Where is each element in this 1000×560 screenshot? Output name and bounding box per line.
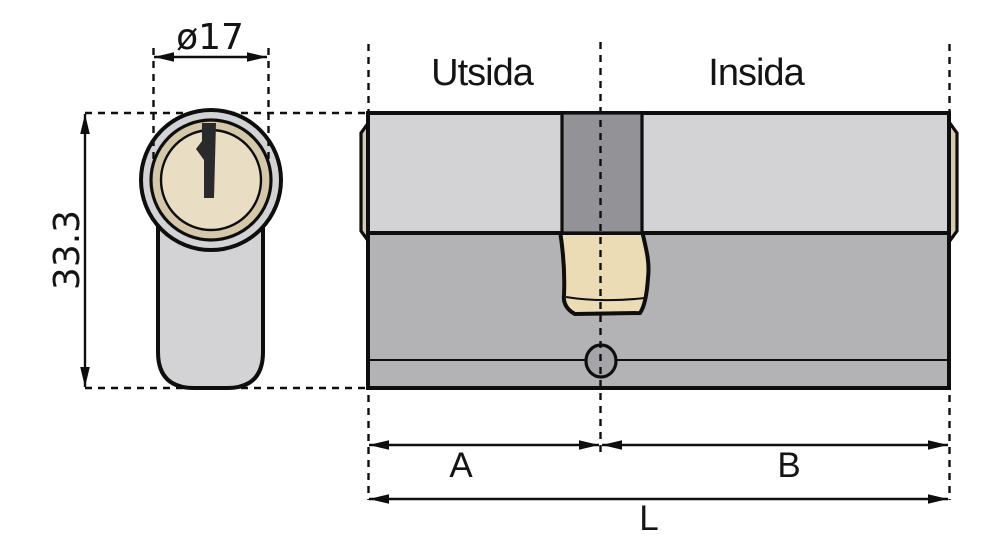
arrowhead-up xyxy=(80,114,90,134)
arrowhead-right xyxy=(928,494,948,504)
dim-a-label: A xyxy=(449,446,473,485)
diameter-label: ø17 xyxy=(176,17,244,58)
arrowhead-left xyxy=(602,440,622,450)
dimension-lines xyxy=(80,52,948,504)
dim-b-label: B xyxy=(777,446,800,485)
arrowhead-down xyxy=(80,367,90,387)
height-label: 33.3 xyxy=(47,210,88,290)
text-layer: ø17 33.3 Utsida Insida A B L xyxy=(47,17,807,538)
arrowhead-left xyxy=(369,494,389,504)
arrowhead-left xyxy=(154,52,174,62)
inside-label: Insida xyxy=(708,52,805,94)
cam-edge-line xyxy=(565,296,646,302)
drawing-layer xyxy=(80,42,959,504)
front-keyway-slot xyxy=(196,123,216,198)
arrowhead-right xyxy=(928,440,948,450)
dim-l-label: L xyxy=(639,499,658,538)
side-body-lower xyxy=(366,231,951,390)
arrowhead-right xyxy=(579,440,599,450)
side-body-upper xyxy=(366,111,951,235)
cam-tail xyxy=(557,229,651,317)
side-view xyxy=(359,42,959,458)
front-view xyxy=(139,48,283,390)
arrowhead-left xyxy=(369,440,389,450)
arrowhead-right xyxy=(247,52,267,62)
cam-band xyxy=(560,111,644,235)
outside-label: Utsida xyxy=(431,52,535,94)
front-cylinder-body xyxy=(156,226,265,390)
